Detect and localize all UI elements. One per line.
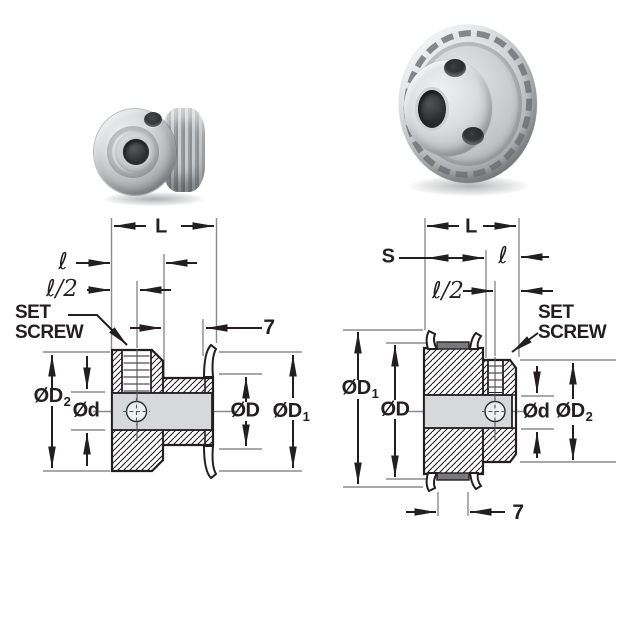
- set-screw-hole: [462, 127, 484, 145]
- dimension-arrows: [48, 222, 297, 468]
- dim-label-od1-left: ØD1: [272, 400, 310, 424]
- crosshair: [123, 398, 150, 425]
- photo-plain-bore-pulley: [90, 98, 208, 210]
- set-screw-hole: [144, 112, 162, 127]
- flange-bottom: [202, 445, 218, 480]
- dim-label-od-left: ØD: [230, 399, 261, 422]
- set-screw-hole: [444, 59, 466, 77]
- flange-top: [202, 343, 218, 378]
- flange-top-right: [468, 331, 483, 350]
- hatch-regions: [111, 349, 214, 472]
- set-screw-leader: [68, 314, 128, 346]
- dim-label-od2-right: ØD2: [555, 400, 593, 424]
- dim-label-l-half-right: ℓ/2: [432, 278, 464, 304]
- pulley-shadow: [104, 192, 204, 206]
- pulley-bore-hole: [418, 90, 446, 128]
- dim-label-l-left: ℓ: [58, 249, 68, 275]
- right-section-drawing: [343, 218, 616, 516]
- set-screw-label-left: SET SCREW: [15, 302, 84, 343]
- left-section-drawing: [43, 218, 302, 480]
- pulley-shadow: [410, 176, 528, 196]
- dim-label-l-half-left: ℓ/2: [46, 276, 78, 302]
- dim-label-od-small-right: Ød: [522, 400, 550, 423]
- set-screw-leader: [511, 332, 539, 353]
- dim-label-7-left: 7: [263, 316, 275, 339]
- tooth-land-top: [436, 341, 470, 350]
- dim-label-L-left: L: [155, 215, 167, 238]
- crosshair: [482, 398, 508, 425]
- flange-bottom-left: [425, 472, 439, 493]
- set-screw-label-line2: SCREW: [15, 322, 84, 343]
- flange-top-left: [425, 329, 439, 350]
- set-screw-channel: [487, 360, 504, 395]
- dim-label-od1-right: ØD1: [341, 377, 379, 401]
- extension-lines: [43, 218, 302, 472]
- dim-label-od2-left: ØD2: [33, 385, 71, 409]
- set-screw-label-line1: SET: [15, 302, 51, 323]
- photo-flanged-pulley: [392, 18, 542, 198]
- set-screw-label-line2: SCREW: [538, 322, 607, 343]
- dim-label-S-right: S: [381, 245, 395, 268]
- dim-label-L-right: L: [465, 215, 477, 238]
- set-screw-channel: [121, 350, 152, 393]
- dim-label-l-right: ℓ: [498, 243, 508, 269]
- dim-label-od-small-left: Ød: [72, 399, 100, 422]
- pulley-bore-hole: [123, 139, 149, 165]
- set-screw-label-right: SET SCREW: [538, 302, 607, 343]
- flange-bottom-right: [468, 472, 483, 491]
- set-screw-label-line1: SET: [538, 302, 574, 323]
- bore: [423, 394, 513, 429]
- dim-label-7-right: 7: [512, 501, 524, 524]
- dim-label-od-right: ØD: [380, 398, 411, 421]
- tooth-land-bottom: [436, 472, 470, 481]
- dimension-arrows: [354, 222, 577, 516]
